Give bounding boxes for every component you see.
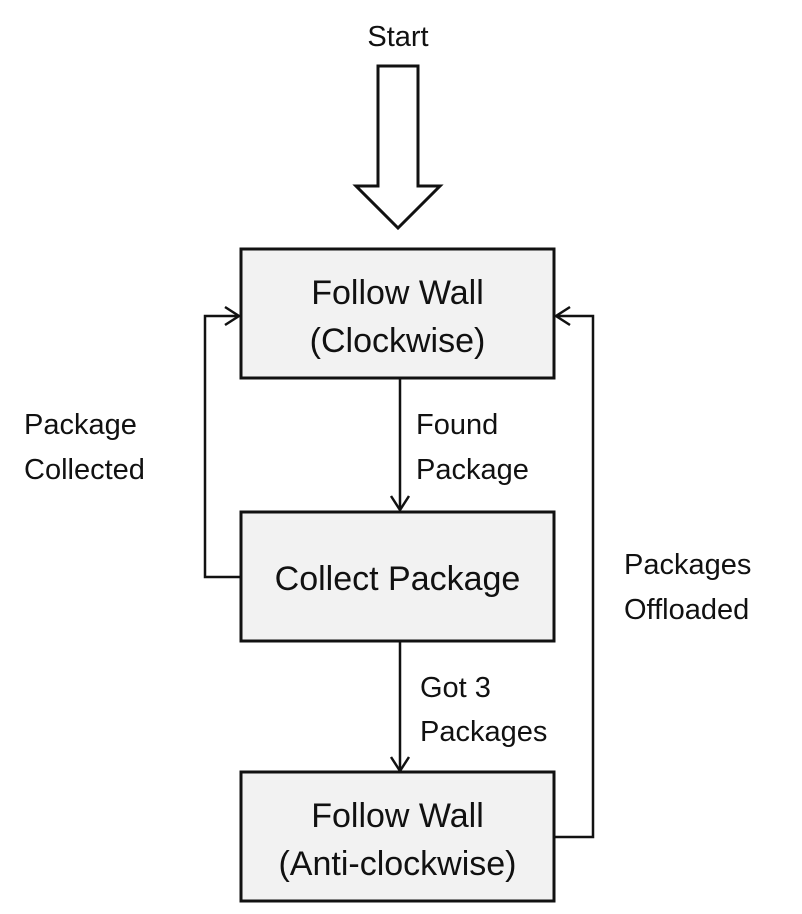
state-follow-wall-clockwise-line1: Follow Wall [311, 274, 484, 312]
edge-package-collected-line [203, 314, 241, 579]
state-box-follow-wall-clockwise [239, 247, 556, 380]
state-follow-wall-clockwise-line2: (Clockwise) [310, 322, 486, 360]
state-box-collect-package [239, 510, 556, 643]
edge-got-3-packages-label-line2: Packages [420, 716, 547, 748]
edge-found-package: Found Package [389, 378, 529, 513]
edge-got-3-packages-arrowhead [389, 756, 411, 774]
state-collect-package-label: Collect Package [275, 560, 521, 598]
edge-package-collected-arrowhead [224, 305, 242, 327]
state-follow-wall-anticlockwise-line1: Follow Wall [311, 797, 484, 835]
edge-got-3-packages-label-line1: Got 3 [420, 672, 491, 704]
state-follow-wall-anticlockwise: Follow Wall (Anti-clockwise) [239, 770, 556, 903]
edge-got-3-packages: Got 3 Packages [389, 641, 547, 774]
edge-packages-offloaded: Packages Offloaded [553, 305, 751, 839]
edge-found-package-label-line1: Found [416, 409, 498, 441]
edge-package-collected-label-line1: Package [24, 409, 137, 441]
state-follow-wall-clockwise: Follow Wall (Clockwise) [239, 247, 556, 380]
edge-package-collected: Package Collected [24, 305, 242, 579]
start-arrow [352, 64, 444, 231]
state-box-follow-wall-anticlockwise [239, 770, 556, 903]
start-label: Start [367, 21, 428, 53]
state-follow-wall-anticlockwise-line2: (Anti-clockwise) [278, 845, 516, 883]
edge-package-collected-label-line2: Collected [24, 454, 145, 486]
edge-packages-offloaded-arrowhead [553, 305, 571, 327]
edge-packages-offloaded-label-line2: Offloaded [624, 594, 749, 626]
edge-found-package-arrowhead [389, 495, 411, 513]
edge-packages-offloaded-label-line1: Packages [624, 549, 751, 581]
edge-found-package-label-line2: Package [416, 454, 529, 486]
state-collect-package: Collect Package [239, 510, 556, 643]
edge-packages-offloaded-line [554, 314, 595, 839]
